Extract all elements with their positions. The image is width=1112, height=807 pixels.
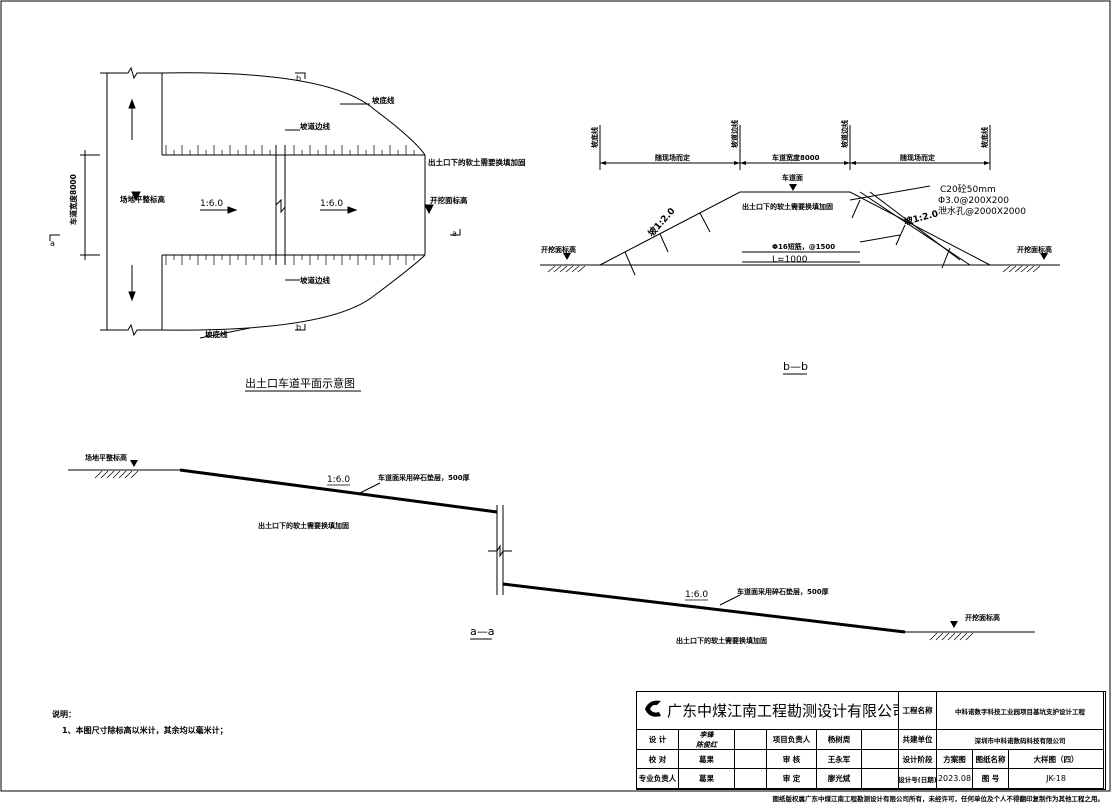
pm-name: 杨树周 [817, 730, 862, 750]
major-blank [735, 769, 767, 789]
pm-blank [862, 730, 899, 750]
company-name: 广东中煤江南工程勘测设计有限公司 [667, 702, 899, 720]
notes: 说明： 1、本图尺寸除标高以米计，其余均以毫米计； [52, 707, 228, 739]
design-sig-2: 陈俊红 [696, 740, 717, 749]
bb-dim-arrows [563, 161, 1048, 260]
project-name: 中科诺数字科技工业园项目基坑支护设计工程 [937, 692, 1104, 730]
design-blank [735, 730, 767, 750]
stage-label: 设计阶段 [899, 750, 937, 769]
plan-lane-width: 车道宽度8000 [68, 174, 78, 225]
bb-drain: 泄水孔@2000X2000 [938, 205, 1026, 217]
bb-slope-edge-right: 坡道边线 [840, 120, 849, 148]
plan-view [49, 66, 461, 339]
aa-road-note-1: 车道面采用碎石垫层，500厚 [378, 473, 470, 482]
design-no-label: 设计号(日期) [899, 769, 937, 789]
bb-slope-edge-left: 坡道边线 [730, 120, 739, 148]
bb-concrete: C20砼50mm [940, 183, 996, 195]
bb-slope-bottom-left: 坡底线 [590, 127, 599, 148]
company-logo-icon [645, 700, 661, 717]
plan-slope-bottom-bottom: 坡底线 [205, 329, 228, 339]
drawing-name: 大样图（四） [1009, 750, 1104, 769]
date-value: 2023.08 [937, 769, 973, 789]
client-name: 深圳市中科诺数码科技有限公司 [937, 730, 1104, 750]
major-name: 葛果 [679, 769, 735, 789]
stage-value: 方案图 [937, 750, 973, 769]
plan-excavation-level: 开挖面标高 [430, 195, 468, 205]
pm-label: 项目负责人 [767, 730, 817, 750]
plan-slope-edge-top: 坡道边线 [300, 121, 330, 131]
project-label: 工程名称 [899, 692, 937, 730]
major-label: 专业负责人 [637, 769, 679, 789]
bb-mesh: Φ3.0@200X200 [938, 196, 1009, 206]
plan-ticks [165, 145, 415, 265]
aa-road-note-2: 车道面采用碎石垫层，500厚 [737, 587, 829, 596]
notes-heading: 说明： [52, 710, 76, 719]
bb-slope-right: 坡1:2.0 [903, 207, 940, 228]
design-sig-1: 李锋 [699, 730, 714, 739]
bb-ground-hatch [547, 265, 1041, 273]
bb-label: b—b [783, 360, 808, 373]
bb-right-width: 随现场而定 [900, 153, 935, 162]
notes-item-1: 1、本图尺寸除标高以米计，其余均以毫米计； [62, 726, 228, 735]
review-name: 王永军 [817, 750, 862, 769]
plan-ratio-1: 1:6.0 [200, 199, 223, 209]
plan-slope-bottom-top: 坡底线 [372, 95, 395, 105]
plan-cut-b-top: b [296, 74, 301, 83]
bb-excavation-left: 开挖面标高 [541, 245, 576, 254]
bb-anchor: Φ16短筋，@1500 [772, 242, 835, 251]
approve-label: 审 定 [767, 769, 817, 789]
plan-site-level: 场地平整标高 [120, 194, 165, 204]
check-blank [735, 750, 767, 769]
aa-soft-note-2: 出土口下的软土需要换填加固 [676, 636, 767, 645]
plan-cut-a-left: a [50, 239, 55, 248]
aa-ratio-2: 1:6.0 [685, 590, 708, 600]
aa-ratio-1: 1:6.0 [327, 475, 350, 485]
plan-arrows [131, 191, 434, 215]
company-cell: 广东中煤江南工程勘测设计有限公司 [637, 692, 899, 730]
drawing-name-label: 图纸名称 [973, 750, 1009, 769]
aa-level-markers [130, 460, 958, 628]
bb-road-surface: 车道面 [782, 173, 803, 182]
aa-ground-hatch [94, 470, 974, 641]
bb-anchor-len: L=1000 [772, 255, 808, 265]
plan-soft-soil-note: 出土口下的软土需要换填加固 [428, 157, 526, 167]
aa-excavation-level: 开挖面标高 [965, 613, 1000, 622]
bb-excavation-right: 开挖面标高 [1017, 245, 1052, 254]
approve-name: 廖光斌 [817, 769, 862, 789]
plan-cut-b-bottom: b [296, 323, 301, 332]
plan-slope-edge-bottom: 坡道边线 [300, 275, 330, 285]
bb-slope-bottom-right: 坡底线 [980, 127, 989, 148]
drawing-no: JK-18 [1009, 769, 1104, 789]
aa-soft-note-1: 出土口下的软土需要换填加固 [258, 521, 349, 530]
approve-blank [862, 769, 899, 789]
plan-cut-a-right: a [452, 229, 457, 238]
drawing-no-label: 图 号 [973, 769, 1009, 789]
title-block: 广东中煤江南工程勘测设计有限公司 工程名称 中科诺数字科技工业园项目基坑支护设计… [636, 691, 1106, 790]
bb-slope-left: 坡1:2.0 [645, 205, 677, 239]
design-label: 设 计 [637, 730, 679, 750]
section-bb-lines [540, 125, 1060, 276]
aa-label: a—a [470, 625, 494, 638]
review-label: 审 核 [767, 750, 817, 769]
bb-lane-width: 车道宽度8000 [772, 153, 820, 162]
plan-ratio-2: 1:6.0 [320, 199, 343, 209]
bb-soft-soil-note: 出土口下的软土需要换填加固 [742, 202, 833, 211]
design-signature: 李锋 陈俊红 [679, 730, 735, 750]
aa-site-level: 场地平整标高 [85, 453, 127, 462]
copyright-footer: 图纸版权属广东中煤江南工程勘测设计有限公司所有，未经许可，任何单位及个人不得翻印… [772, 795, 1105, 803]
client-label: 共建单位 [899, 730, 937, 750]
review-blank [862, 750, 899, 769]
check-label: 校 对 [637, 750, 679, 769]
plan-title: 出土口车道平面示意图 [245, 376, 355, 390]
bb-left-width: 随现场而定 [655, 153, 690, 162]
check-name: 葛果 [679, 750, 735, 769]
section-aa-lines [68, 468, 1035, 634]
